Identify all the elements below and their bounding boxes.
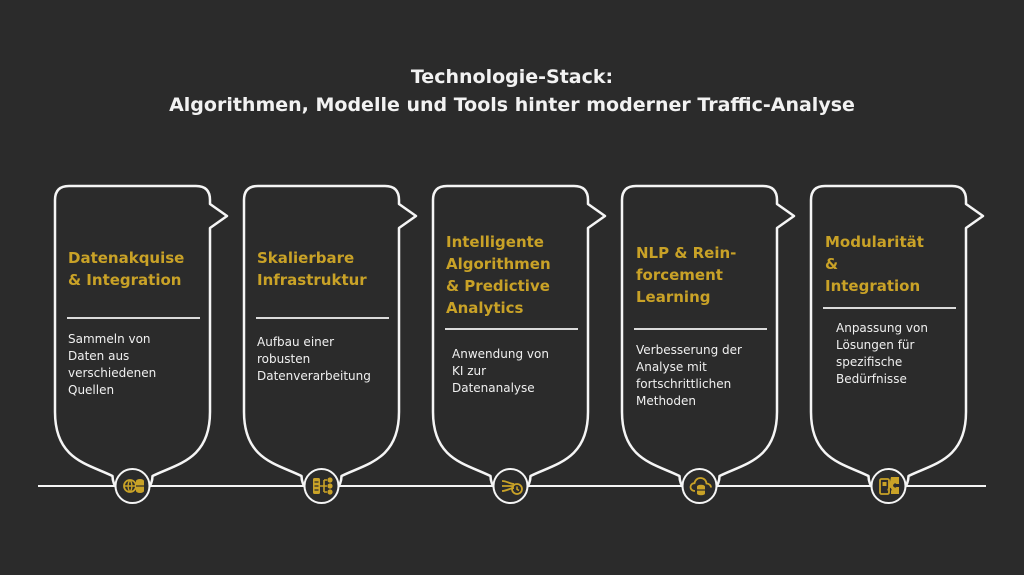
- card-5-title: Modularität&Integration: [825, 233, 924, 295]
- cloud-database-icon: [689, 477, 712, 496]
- page-title: Technologie-Stack:: [410, 66, 614, 88]
- flow-clock-icon: [501, 480, 523, 495]
- server-network-icon: [313, 477, 333, 495]
- page-subtitle: Algorithmen, Modelle und Tools hinter mo…: [169, 94, 855, 116]
- puzzle-devices-icon: [879, 477, 899, 495]
- globe-database-icon: [123, 479, 144, 493]
- card-4-outline: [620, 184, 796, 498]
- card-1-title: Datenakquise& Integration: [68, 249, 185, 289]
